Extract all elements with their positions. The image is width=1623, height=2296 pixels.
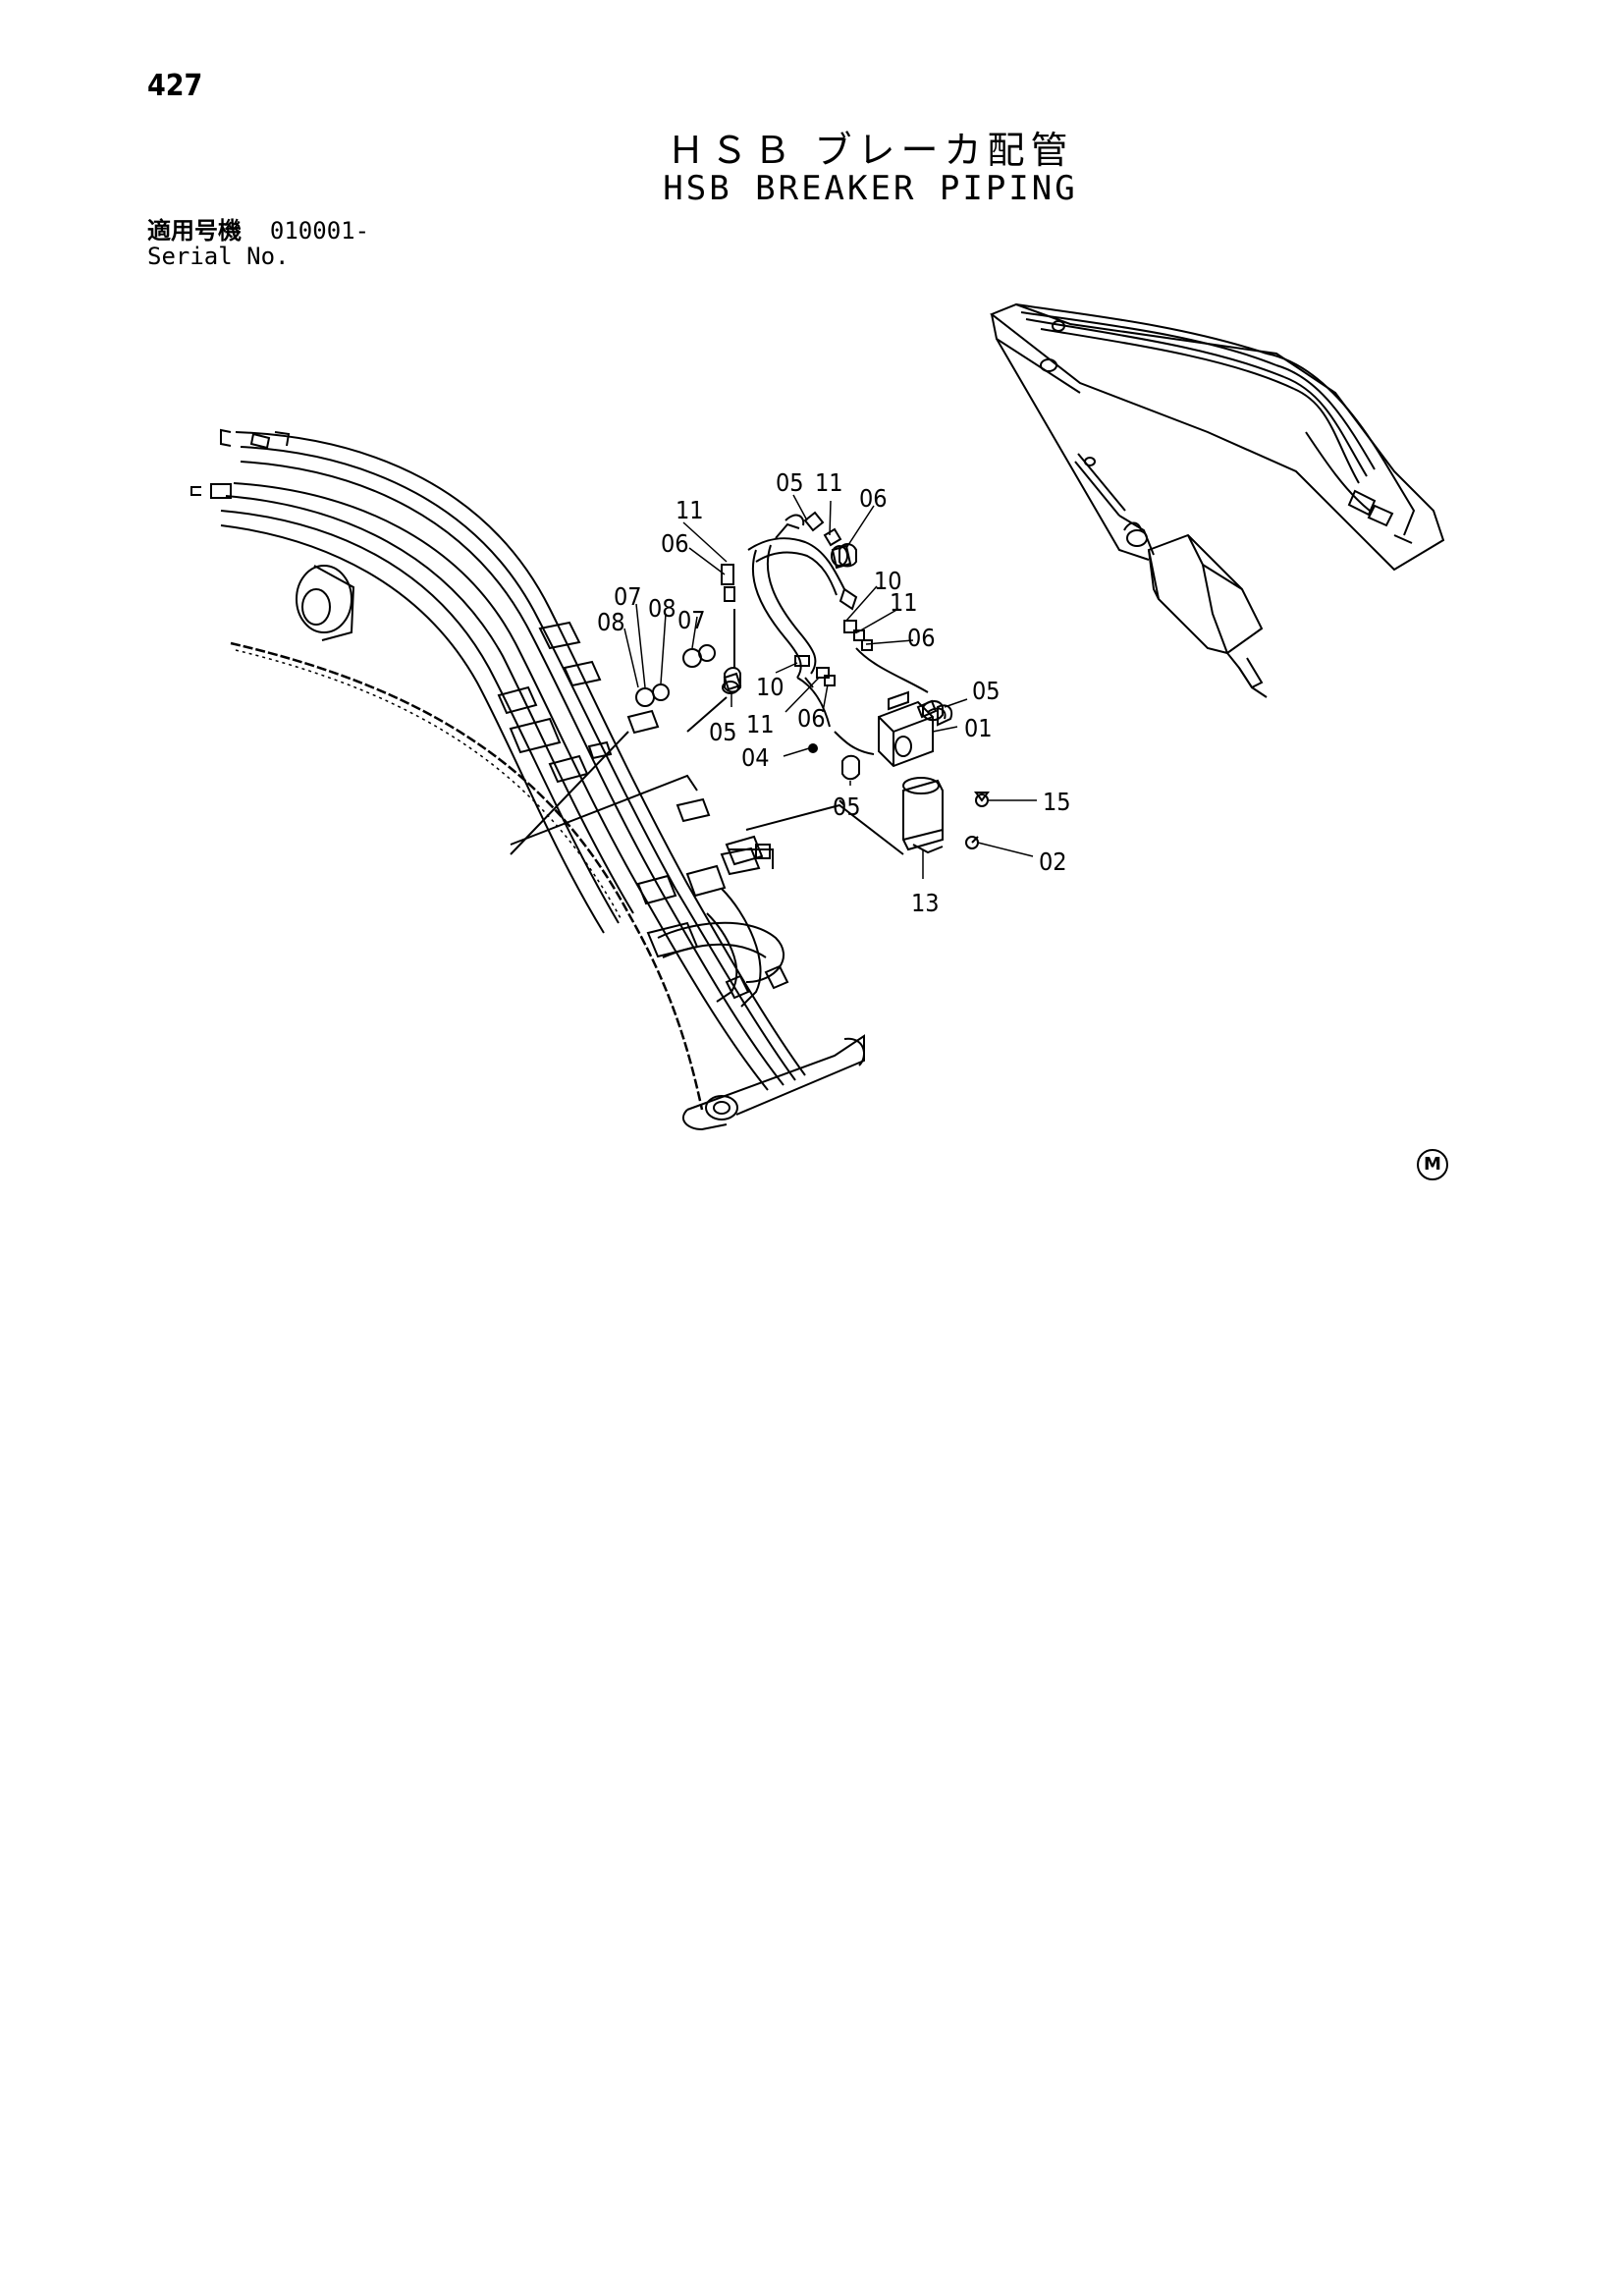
serial-label-jp: 適用号機 bbox=[147, 217, 242, 245]
callout-label: 07 bbox=[677, 606, 706, 634]
serial-block: 適用号機 010001- Serial No. bbox=[147, 218, 369, 269]
callout-label: 15 bbox=[1043, 788, 1071, 816]
callout-label: 11 bbox=[815, 468, 843, 497]
page-number: 427 bbox=[147, 69, 203, 103]
callout-label: 05 bbox=[776, 468, 804, 497]
serial-label-en: Serial No. bbox=[147, 243, 290, 270]
callout-label: 11 bbox=[746, 710, 775, 738]
callout-label: 07 bbox=[614, 582, 642, 611]
callout-label: 08 bbox=[648, 594, 676, 623]
callout-label: 11 bbox=[890, 588, 918, 617]
title-japanese: ＨＳＢ ブレーカ配管 bbox=[667, 129, 1074, 172]
callout-label: 13 bbox=[911, 889, 940, 917]
boom-drawing bbox=[190, 428, 865, 1131]
title-english: HSB BREAKER PIPING bbox=[663, 169, 1078, 208]
callout-labels: 11 06 05 11 06 10 11 06 07 08 08 07 10 1… bbox=[597, 468, 1071, 917]
callout-label: 06 bbox=[859, 484, 888, 513]
serial-row-jp: 適用号機 010001- bbox=[147, 218, 369, 244]
callout-label: 04 bbox=[741, 743, 770, 772]
callout-label: 06 bbox=[797, 704, 826, 733]
callout-label: 05 bbox=[833, 793, 861, 821]
callout-label: 02 bbox=[1039, 847, 1067, 876]
callout-label: 10 bbox=[874, 567, 902, 595]
callout-label: 01 bbox=[964, 714, 993, 742]
callout-label: 10 bbox=[756, 673, 784, 701]
callout-label: 06 bbox=[661, 529, 689, 558]
m-symbol-mark: M bbox=[1417, 1149, 1448, 1180]
callout-label: 11 bbox=[676, 496, 704, 524]
leader-lines bbox=[623, 494, 1037, 879]
callout-label: 08 bbox=[597, 608, 625, 636]
callout-label: 05 bbox=[972, 677, 1001, 705]
piping-assembly bbox=[635, 511, 990, 855]
arm-breaker-drawing bbox=[990, 302, 1445, 698]
serial-range: 010001- bbox=[269, 217, 370, 245]
callout-label: 05 bbox=[709, 718, 737, 746]
callout-label: 06 bbox=[907, 624, 936, 652]
